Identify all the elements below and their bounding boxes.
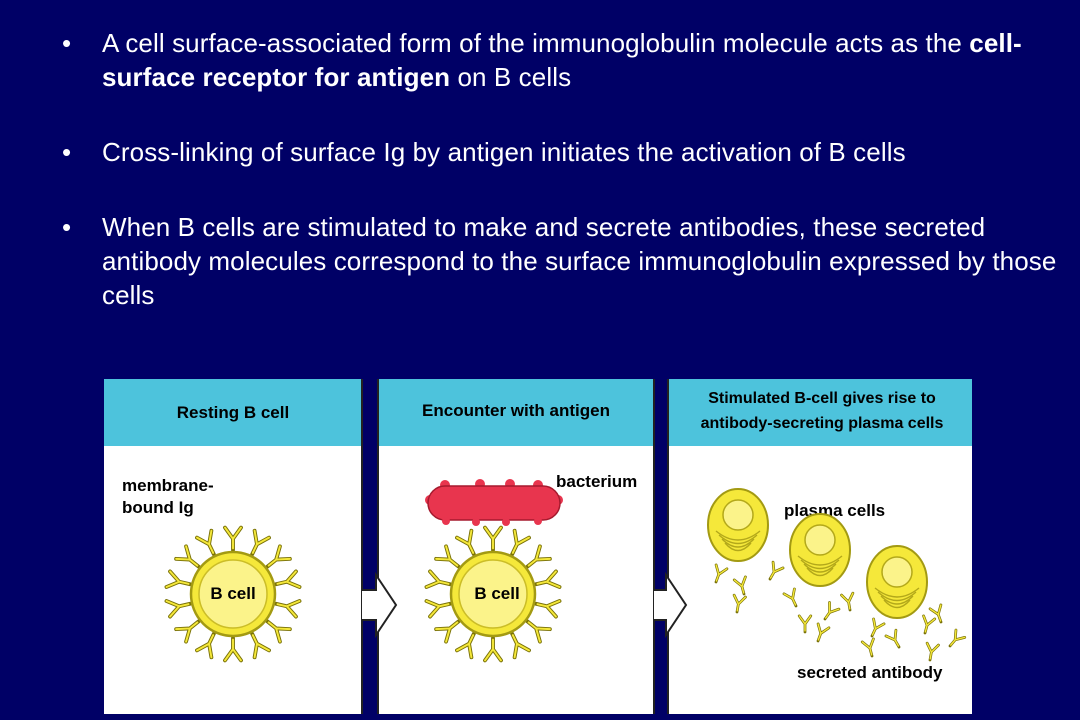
plasma-cells — [707, 488, 928, 619]
antibody-icon — [483, 525, 503, 552]
bullet-marker: • — [62, 137, 72, 167]
antibody-icon — [816, 622, 831, 643]
panel-resting-title: Resting B cell — [177, 403, 289, 422]
antibody-icon — [533, 599, 562, 619]
antibody-icon — [797, 614, 813, 634]
bullet-item: • Cross-linking of surface Ig by antigen… — [62, 135, 1062, 169]
bullet-text: A cell surface-associated form of the im… — [102, 28, 970, 58]
antibody-icon — [265, 544, 292, 569]
antibody-icon — [455, 528, 476, 557]
antibody-icon — [250, 631, 271, 660]
panel-stimulated-title: antibody-secreting plasma cells — [701, 415, 944, 432]
antibody-icon — [265, 619, 292, 644]
bullet-marker: • — [62, 212, 72, 242]
antibody-icon — [782, 587, 798, 608]
bacterium-label: bacterium — [556, 472, 637, 491]
antibody-icon — [223, 525, 243, 552]
antibody-icon — [273, 569, 302, 589]
antibody-icon — [732, 575, 747, 596]
step-arrow-icon — [362, 571, 398, 639]
plasma-cell-icon — [707, 488, 769, 562]
panel-encounter-title: Encounter with antigen — [422, 401, 610, 420]
membrane-ig-label: membrane- — [122, 476, 214, 495]
antibody-icon — [455, 631, 476, 660]
antibody-icon — [250, 528, 271, 557]
antibody-icon — [860, 637, 875, 658]
bullet-list: • A cell surface-associated form of the … — [62, 26, 1062, 312]
antibody-icon — [525, 544, 552, 569]
plasma-cell-icon — [789, 513, 851, 587]
membrane-ig-label: bound Ig — [122, 498, 194, 517]
b-cell-label: B cell — [474, 584, 519, 603]
antibody-icon — [768, 560, 785, 581]
bullet-emphasis: cell-surface receptor for antigen — [102, 28, 1022, 92]
antibody-icon — [434, 544, 461, 569]
bullet-text: When B cells are stimulated to make and … — [102, 212, 1057, 310]
step-arrow-icon — [654, 571, 688, 639]
panel-encounter-header — [378, 379, 654, 446]
antibody-icon — [948, 628, 967, 648]
antibody-icon — [840, 591, 855, 612]
bullet-text: on B cells — [450, 62, 572, 92]
bullet-marker: • — [62, 28, 72, 58]
antibody-icon — [273, 599, 302, 619]
antibody-icon — [732, 593, 747, 614]
antibody-icon — [164, 569, 193, 589]
secreted-antibodies — [714, 560, 967, 662]
antibody-icon — [870, 617, 886, 638]
antibody-icon — [164, 599, 193, 619]
b-cell-label: B cell — [210, 584, 255, 603]
antibody-icon — [195, 631, 216, 660]
resting-b-cell: B cell — [164, 525, 302, 663]
antibody-icon — [424, 599, 453, 619]
plasma-cell-icon — [866, 545, 928, 619]
secreted-antibody-label: secreted antibody — [797, 663, 943, 682]
antibody-icon — [195, 528, 216, 557]
panel-resting-header — [104, 379, 362, 446]
antibody-icon — [223, 636, 243, 663]
antibody-icon — [483, 636, 503, 663]
bullet-item: • When B cells are stimulated to make an… — [62, 210, 1062, 312]
antibody-icon — [424, 569, 453, 589]
antibody-icon — [884, 628, 901, 649]
plasma-cells-label: plasma cells — [784, 501, 885, 520]
receptor-ring — [424, 525, 562, 663]
bacterium-icon — [425, 479, 563, 526]
antibody-icon — [533, 569, 562, 589]
antibody-icon — [925, 641, 940, 662]
panel-stimulated-header — [668, 379, 972, 446]
bullet-item: • A cell surface-associated form of the … — [62, 26, 1062, 94]
antibody-icon — [525, 619, 552, 644]
antibody-icon — [174, 619, 201, 644]
antibody-icon — [922, 614, 937, 635]
antibody-icon — [434, 619, 461, 644]
panel-stimulated-title: Stimulated B-cell gives rise to — [708, 390, 936, 407]
encounter-scene: B cell — [424, 479, 563, 663]
bullet-text: Cross-linking of surface Ig by antigen i… — [102, 137, 906, 167]
antibody-icon — [174, 544, 201, 569]
antibody-icon — [510, 631, 531, 660]
antibody-icon — [928, 603, 943, 624]
antibody-icon — [510, 528, 531, 557]
receptor-ring — [164, 525, 302, 663]
antibody-icon — [823, 601, 841, 621]
antibody-icon — [714, 563, 729, 584]
